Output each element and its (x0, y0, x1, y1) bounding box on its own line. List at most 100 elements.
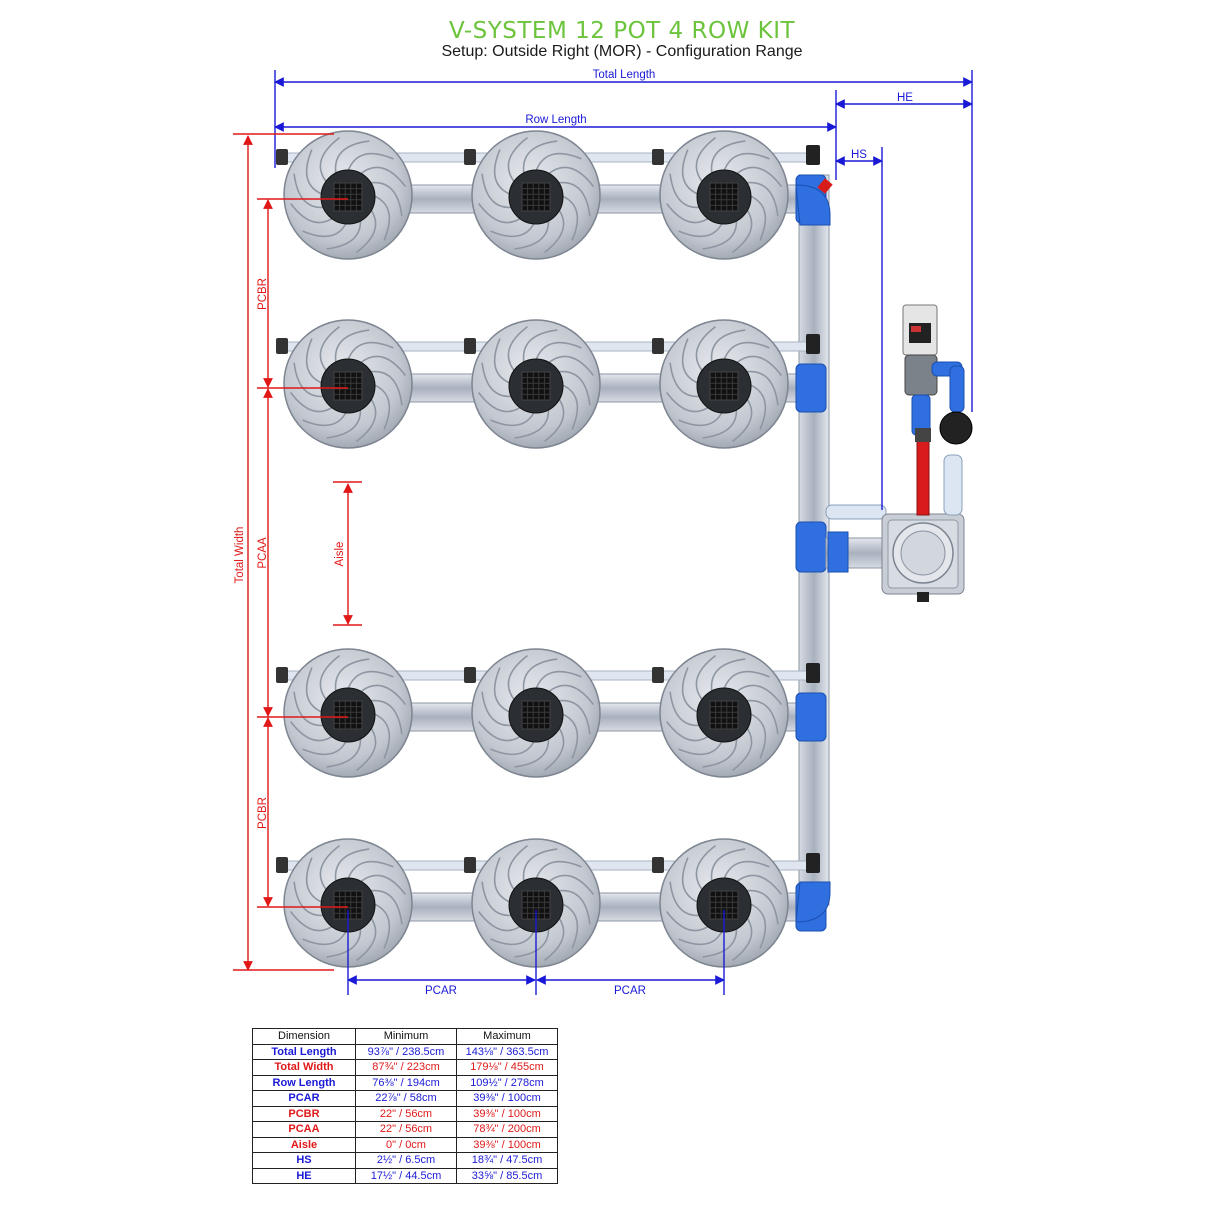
valve (276, 857, 288, 873)
pot-blade (695, 654, 716, 702)
valve (276, 149, 288, 165)
dimension-name-cell: PCBR (252, 1105, 356, 1122)
pot-blade (695, 844, 716, 892)
pot-blade (305, 149, 325, 196)
dimension-name-cell: Aisle (252, 1136, 356, 1153)
pot-blade (681, 667, 701, 714)
pot-grid (709, 700, 739, 730)
pot-blade (747, 712, 767, 759)
pot-blade (744, 370, 779, 406)
dimension-name-cell: HE (252, 1167, 356, 1184)
pot-blade (347, 860, 394, 880)
header-minimum: Minimum (355, 1028, 457, 1045)
pot-blade (371, 383, 391, 430)
pot-blade (559, 902, 579, 949)
dimension-name-cell: PCAR (252, 1090, 356, 1107)
pot (659, 319, 789, 449)
valve (464, 667, 476, 683)
pot-blade (559, 383, 579, 430)
page-subtitle: Setup: Outside Right (MOR) - Configurati… (441, 43, 802, 60)
table-header-row: Dimension Minimum Maximum (252, 1028, 558, 1045)
pot-grid (521, 700, 551, 730)
total-length-label: Total Length (593, 69, 656, 81)
pot-blade (507, 136, 528, 184)
valve (464, 338, 476, 354)
pot-blade (559, 712, 579, 759)
pot-blade (547, 874, 595, 895)
pot-blade (735, 874, 783, 895)
dimension-lines (233, 70, 973, 995)
pot-blade (522, 329, 558, 364)
minimum-cell: 0" / 0cm (355, 1136, 457, 1153)
pot (471, 319, 601, 449)
pot-blade (747, 194, 767, 241)
pot-blade (359, 684, 407, 705)
pot-blade (547, 684, 595, 705)
pcar-left-label: PCAR (425, 985, 457, 997)
pot-blade (681, 149, 701, 196)
pot-blade (347, 341, 394, 361)
pot-blade (556, 699, 591, 735)
pot-blade (319, 325, 340, 373)
valve (806, 853, 820, 873)
pot-blade (735, 355, 783, 376)
pot-blade (319, 844, 340, 892)
pcaa-label: PCAA (257, 537, 269, 569)
row-length-label: Row Length (525, 114, 586, 126)
manifold-tee (795, 521, 827, 573)
pot-blade (747, 902, 767, 949)
pot-blade (371, 902, 391, 949)
pot-blade (681, 338, 701, 385)
pot-grid (521, 371, 551, 401)
valve (652, 667, 664, 683)
valve (652, 857, 664, 873)
pot (471, 648, 601, 778)
minimum-cell: 22" / 56cm (355, 1121, 457, 1138)
pot-blade (493, 338, 513, 385)
pot-blade (493, 149, 513, 196)
pot-blade (556, 370, 591, 406)
valve (276, 667, 288, 683)
pot-blade (347, 152, 394, 172)
pot-blade (547, 355, 595, 376)
pot-blade (535, 860, 582, 880)
pot-blade (368, 699, 403, 735)
dimension-name-cell: Total Length (252, 1043, 356, 1060)
aisle-label: Aisle (334, 542, 346, 567)
valve (806, 663, 820, 683)
pot-grid (521, 182, 551, 212)
minimum-cell: 93⅞" / 238.5cm (355, 1043, 457, 1060)
pot-blade (710, 329, 746, 364)
pot-blade (744, 699, 779, 735)
top-elbow (795, 184, 831, 226)
pot-blade (522, 848, 558, 883)
valve (806, 334, 820, 354)
dimension-name-cell: Row Length (252, 1074, 356, 1091)
pot (471, 130, 601, 260)
maximum-cell: 39⅜" / 100cm (456, 1105, 558, 1122)
pot-blade (507, 844, 528, 892)
pot-blade (710, 658, 746, 693)
pot-blade (319, 654, 340, 702)
hs-label: HS (851, 149, 867, 161)
pot-blade (747, 383, 767, 430)
minimum-cell: 22⅞" / 58cm (355, 1090, 457, 1107)
total-width-label: Total Width (234, 527, 246, 584)
header-dimension: Dimension (252, 1028, 356, 1045)
pot-blade (334, 658, 370, 693)
pot-blade (493, 857, 513, 904)
manifold-tee (795, 692, 827, 742)
pot-blade (547, 166, 595, 187)
valve (276, 338, 288, 354)
pot (283, 838, 413, 968)
maximum-cell: 39⅜" / 100cm (456, 1136, 558, 1153)
maximum-cell: 18¾" / 47.5cm (456, 1152, 558, 1169)
maximum-cell: 109½" / 278cm (456, 1074, 558, 1091)
pipework (276, 145, 833, 932)
